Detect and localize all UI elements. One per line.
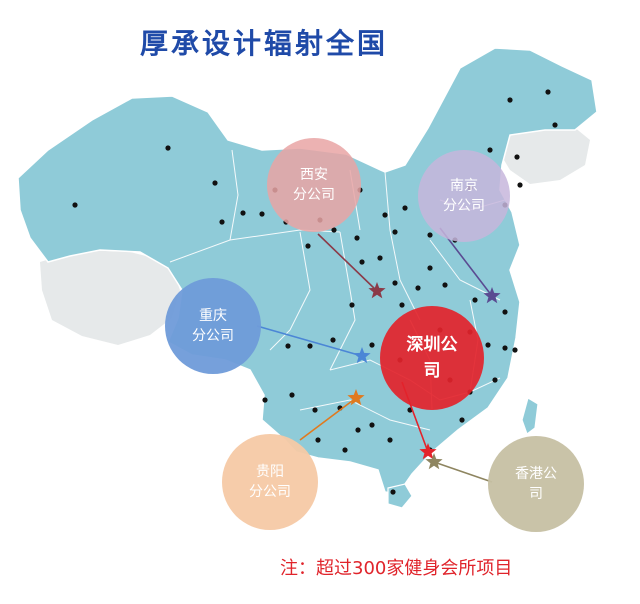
city-dot (72, 202, 78, 208)
city-dot (377, 255, 383, 261)
office-bubble-shenzhen-hq: 深圳公 司 (380, 306, 484, 410)
office-name-line1: 重庆 (199, 308, 227, 324)
city-dot (382, 212, 388, 218)
office-name-line2: 分公司 (443, 198, 485, 214)
office-star-nanjing (483, 287, 501, 304)
office-name-line1: 香港公 (515, 466, 557, 482)
connector-line-guiyang (299, 397, 357, 441)
office-bubble-xian: 西安 分公司 (267, 138, 361, 232)
office-star-xian (368, 282, 386, 299)
city-dot (165, 145, 171, 151)
city-dot (514, 154, 520, 160)
city-dot (369, 422, 375, 428)
city-dot (240, 210, 246, 216)
city-dot (212, 180, 218, 186)
city-dot (472, 297, 478, 303)
city-dot (259, 211, 265, 217)
city-dot (492, 377, 498, 383)
city-dot (219, 219, 225, 225)
city-dot (285, 343, 291, 349)
city-dot (459, 417, 465, 423)
city-dot (355, 427, 361, 433)
city-dot (392, 280, 398, 286)
city-dot (312, 407, 318, 413)
city-dot (427, 232, 433, 238)
city-dot (392, 229, 398, 235)
city-dot (305, 243, 311, 249)
city-dot (390, 489, 396, 495)
office-stars (347, 282, 501, 470)
office-bubble-guiyang: 贵阳 分公司 (222, 434, 318, 530)
office-name-line2: 司 (423, 361, 441, 381)
city-dot (427, 265, 433, 271)
connector-line-xian (317, 233, 378, 292)
city-dot (369, 342, 375, 348)
city-dot (342, 447, 348, 453)
city-dot (552, 122, 558, 128)
city-dot (517, 182, 523, 188)
city-dot (387, 437, 393, 443)
office-name-line1: 深圳公 (406, 335, 458, 355)
office-name-line2: 司 (529, 486, 543, 502)
connector-line-hongkong (433, 461, 493, 483)
neighbor-region-west (40, 250, 180, 345)
city-dot (415, 285, 421, 291)
footnote: 注：超过300家健身会所项目 (280, 558, 513, 579)
city-dot (359, 259, 365, 265)
city-dot (502, 309, 508, 315)
office-name-line2: 分公司 (293, 187, 335, 203)
city-dot (349, 302, 355, 308)
office-star-hongkong (425, 453, 443, 470)
city-dot (402, 205, 408, 211)
city-dot (289, 392, 295, 398)
office-star-shenzhen (419, 443, 437, 460)
office-bubble-hongkong: 香港公 司 (488, 436, 584, 532)
hainan-island (387, 483, 413, 509)
taiwan-island (521, 397, 539, 435)
city-dot (512, 347, 518, 353)
office-name-line1: 贵阳 (256, 464, 284, 480)
city-dot (307, 343, 313, 349)
city-dot (507, 97, 513, 103)
city-dot (354, 235, 360, 241)
city-dot (331, 227, 337, 233)
city-dot (330, 337, 336, 343)
page-title: 厚承设计辐射全国 (140, 27, 389, 60)
office-name-line1: 西安 (300, 167, 328, 183)
city-dot (399, 302, 405, 308)
city-dot (315, 437, 321, 443)
office-bubble-nanjing: 南京 分公司 (418, 150, 510, 242)
office-star-chongqing (353, 347, 371, 364)
city-dot (485, 342, 491, 348)
office-name-line1: 南京 (450, 178, 478, 194)
city-dot (487, 147, 493, 153)
office-bubble-chongqing: 重庆 分公司 (165, 278, 261, 374)
city-dot (545, 89, 551, 95)
office-star-guiyang (347, 389, 365, 406)
city-dot (262, 397, 268, 403)
office-name-line2: 分公司 (249, 484, 291, 500)
city-dot (442, 282, 448, 288)
city-dot (502, 345, 508, 351)
office-name-line2: 分公司 (192, 328, 234, 344)
neighbor-region-northeast (498, 118, 590, 184)
connector-line-chongqing (256, 325, 363, 357)
